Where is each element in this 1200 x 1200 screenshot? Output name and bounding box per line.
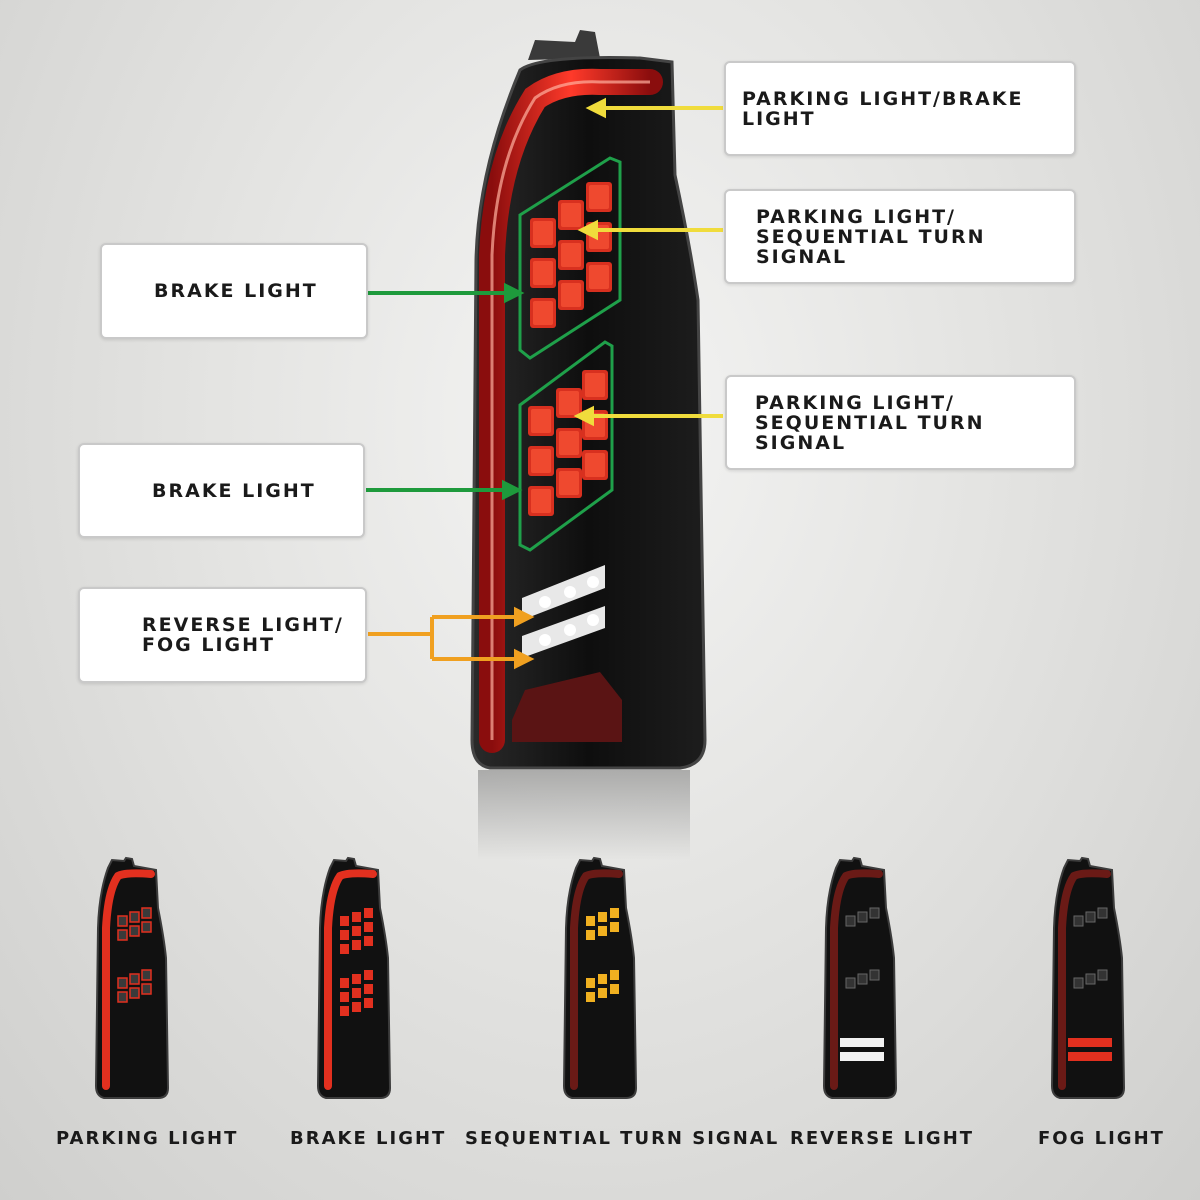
callout-reverse-fog: REVERSE LIGHT/ FOG LIGHT (78, 587, 367, 683)
callout-parking-turn-lower: PARKING LIGHT/ SEQUENTIAL TURN SIGNAL (725, 375, 1076, 470)
caption-brake-light: BRAKE LIGHT (290, 1128, 447, 1149)
callout-label: BRAKE LIGHT (154, 280, 318, 302)
caption-parking-light: PARKING LIGHT (56, 1128, 239, 1149)
thumb-reverse (823, 857, 897, 1099)
caption-fog-light: FOG LIGHT (1038, 1128, 1165, 1149)
reverse-fog-leds (522, 565, 605, 658)
callout-label: PARKING LIGHT/BRAKE LIGHT (742, 87, 1024, 130)
thumb-turn-signal (563, 857, 637, 1099)
callout-parking-turn-upper: PARKING LIGHT/ SEQUENTIAL TURN SIGNAL (724, 189, 1076, 284)
thumb-parking (95, 857, 169, 1099)
upper-led-outline (518, 156, 622, 360)
callout-label: PARKING LIGHT/ SEQUENTIAL TURN SIGNAL (755, 391, 985, 454)
callout-label: BRAKE LIGHT (152, 479, 316, 502)
lower-led-outline (518, 340, 614, 552)
bottom-reflector (512, 672, 622, 742)
yellow-arrows (573, 97, 723, 427)
callout-brake-upper: BRAKE LIGHT (100, 243, 368, 339)
thumb-brake (317, 857, 391, 1099)
callout-label: PARKING LIGHT/ SEQUENTIAL TURN SIGNAL (756, 205, 986, 268)
green-arrows (366, 282, 525, 501)
reflection (478, 770, 690, 860)
connector (528, 30, 600, 60)
caption-reverse-light: REVERSE LIGHT (790, 1128, 975, 1149)
light-bar-highlight (490, 80, 650, 740)
orange-arrows (368, 606, 535, 670)
caption-sequential-turn-signal: SEQUENTIAL TURN SIGNAL (465, 1128, 780, 1149)
callout-brake-lower: BRAKE LIGHT (78, 443, 365, 538)
thumb-fog (1051, 857, 1125, 1099)
callout-parking-brake: PARKING LIGHT/BRAKE LIGHT (724, 61, 1076, 156)
callout-label: REVERSE LIGHT/ FOG LIGHT (142, 614, 344, 656)
